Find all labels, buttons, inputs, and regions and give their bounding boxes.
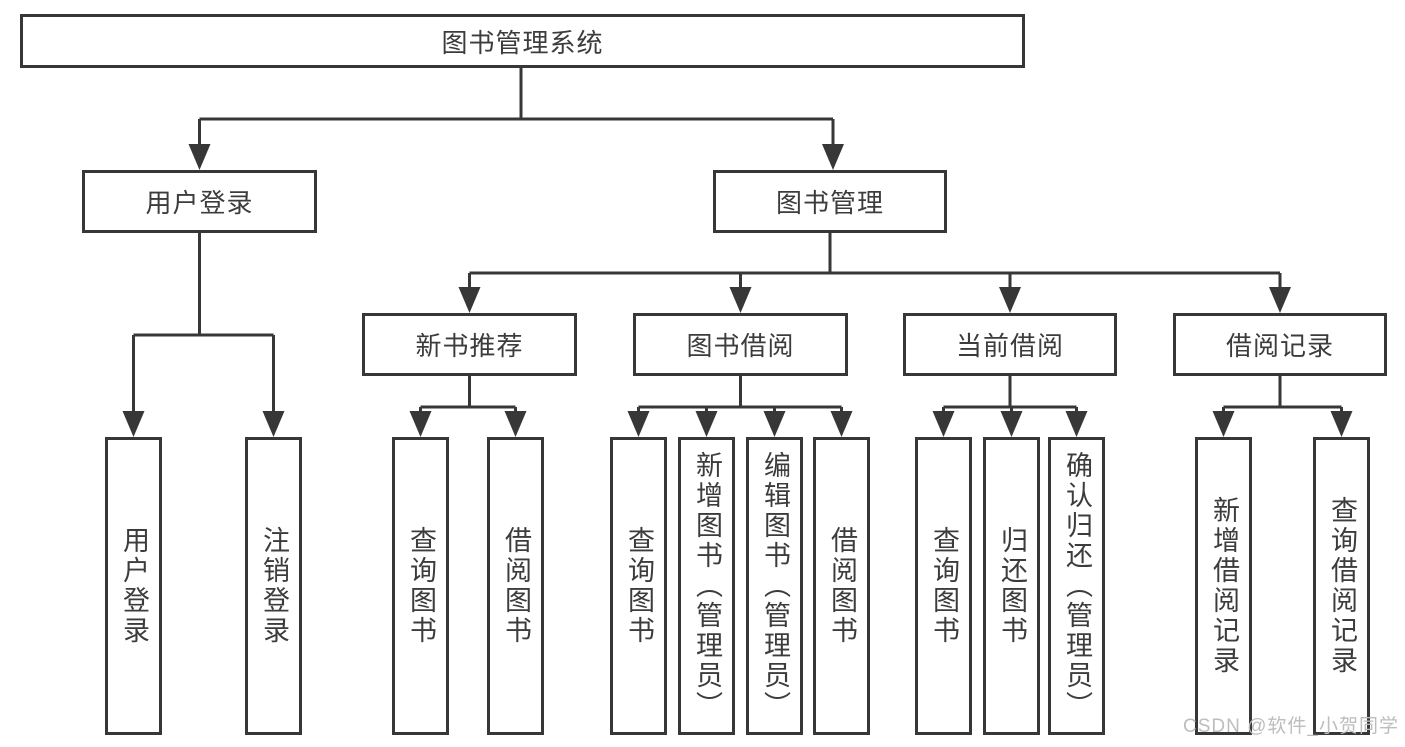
node-root-label: 图书管理系统 xyxy=(441,27,604,58)
node-new-book-recommend-label: 新书推荐 xyxy=(415,331,524,361)
leaf-query-books-recommend: 查询图书 xyxy=(392,437,449,735)
node-root: 图书管理系统 xyxy=(20,14,1025,68)
leaf-user-login-label: 用户登录 xyxy=(119,526,149,646)
leaf-return-books: 归还图书 xyxy=(983,437,1040,735)
leaf-add-borrow-record: 新增借阅记录 xyxy=(1195,437,1252,735)
leaf-query-borrow-record: 查询借阅记录 xyxy=(1313,437,1370,735)
leaf-query-books-current: 查询图书 xyxy=(915,437,972,735)
leaf-borrow-books-recommend: 借阅图书 xyxy=(487,437,544,735)
leaf-borrow-books: 借阅图书 xyxy=(813,437,870,735)
leaf-edit-books-admin-label: 编辑图书（管理员） xyxy=(760,451,790,721)
leaf-user-login: 用户登录 xyxy=(105,437,162,735)
leaf-confirm-return-admin: 确认归还（管理员） xyxy=(1048,437,1105,735)
node-borrow-records-label: 借阅记录 xyxy=(1225,331,1334,361)
leaf-borrow-books-label: 借阅图书 xyxy=(827,526,857,646)
connector-user-login-children xyxy=(122,233,285,437)
leaf-query-books-borrow: 查询图书 xyxy=(610,437,667,735)
leaf-return-books-label: 归还图书 xyxy=(997,526,1027,646)
node-user-login-label: 用户登录 xyxy=(145,188,254,218)
csdn-watermark: CSDN @软件_小贺同学 xyxy=(1183,716,1399,737)
leaf-add-books-admin-label: 新增图书（管理员） xyxy=(692,451,722,721)
node-borrow-records: 借阅记录 xyxy=(1173,313,1387,376)
leaf-query-books-borrow-label: 查询图书 xyxy=(624,526,654,646)
node-current-borrow: 当前借阅 xyxy=(903,313,1117,376)
node-current-borrow-label: 当前借阅 xyxy=(955,331,1064,361)
connector-root-to-level2 xyxy=(188,68,844,170)
connector-borrow-records-children xyxy=(1212,376,1353,437)
leaf-query-borrow-record-label: 查询借阅记录 xyxy=(1327,496,1357,676)
node-book-management-label: 图书管理 xyxy=(775,188,884,218)
connector-current-borrow-children xyxy=(932,376,1088,437)
connector-book-management-children xyxy=(458,233,1291,313)
connector-book-borrow-children xyxy=(627,376,853,437)
leaf-edit-books-admin: 编辑图书（管理员） xyxy=(746,437,803,735)
node-new-book-recommend: 新书推荐 xyxy=(362,313,577,376)
leaf-logout-login-label: 注销登录 xyxy=(259,526,289,646)
connector-new-book-recommend-children xyxy=(409,376,527,437)
node-book-borrow: 图书借阅 xyxy=(633,313,848,376)
leaf-add-borrow-record-label: 新增借阅记录 xyxy=(1209,496,1239,676)
node-book-management: 图书管理 xyxy=(713,170,947,233)
leaf-logout-login: 注销登录 xyxy=(245,437,302,735)
leaf-confirm-return-admin-label: 确认归还（管理员） xyxy=(1062,451,1092,721)
node-book-borrow-label: 图书借阅 xyxy=(686,331,795,361)
leaf-query-books-recommend-label: 查询图书 xyxy=(406,526,436,646)
leaf-borrow-books-recommend-label: 借阅图书 xyxy=(501,526,531,646)
leaf-query-books-current-label: 查询图书 xyxy=(929,526,959,646)
leaf-add-books-admin: 新增图书（管理员） xyxy=(678,437,735,735)
node-user-login: 用户登录 xyxy=(82,170,317,233)
